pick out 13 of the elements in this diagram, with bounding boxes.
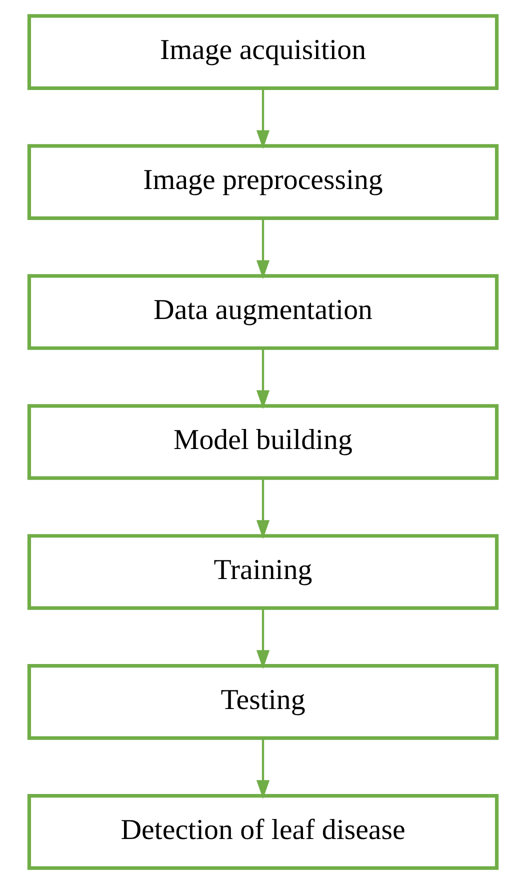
node-box: Training — [26, 534, 498, 610]
node-box: Detection of leaf disease — [26, 794, 498, 870]
arrow — [256, 738, 270, 799]
node-box: Data augmentation — [26, 274, 498, 350]
arrow — [256, 478, 270, 539]
node-box: Model building — [26, 404, 498, 480]
node-box: Testing — [26, 664, 498, 740]
node-box: Image acquisition — [26, 14, 498, 90]
node-box: Image preprocessing — [26, 144, 498, 220]
arrow — [256, 608, 270, 669]
arrow — [256, 348, 270, 409]
arrow — [256, 218, 270, 280]
arrow — [256, 88, 270, 150]
